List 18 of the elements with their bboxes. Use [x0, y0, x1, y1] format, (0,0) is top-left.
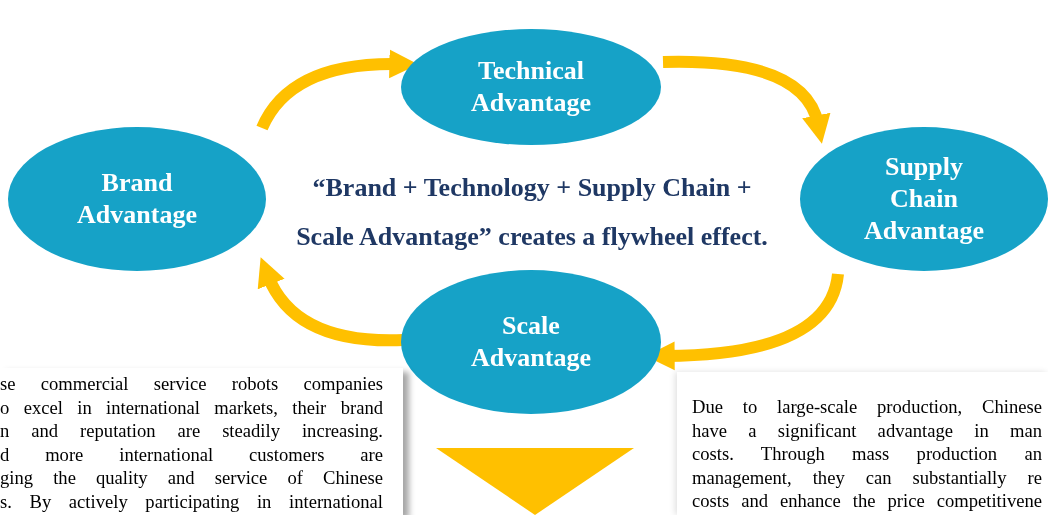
flywheel-statement: “Brand + Technology + Supply Chain + Scale Advantage” creates a flywheel effect.	[295, 172, 769, 253]
node-label: Scale Advantage	[470, 310, 592, 374]
node-label: Supply Chain Advantage	[863, 151, 985, 247]
curved-arrow	[662, 55, 830, 144]
node-label: Technical Advantage	[470, 55, 592, 119]
text-line: o excel in international markets, their brand	[0, 395, 383, 420]
text-line: d more international customers are	[0, 442, 383, 467]
text-line: n and reputation are steadily increasing.	[0, 419, 383, 443]
node-label: Brand Advantage	[76, 167, 198, 231]
text-line: costs. Through mass production an	[692, 442, 1042, 466]
text-line: management, they can substantially re	[692, 465, 1042, 490]
text-card	[0, 368, 403, 515]
text-line: s. By actively participating in international	[0, 489, 383, 514]
text-line: costs and enhance the price competitivene	[692, 489, 1042, 513]
text-line: ging the quality and service of Chinese	[0, 466, 383, 490]
text-line: have a significant advantage in man	[692, 418, 1042, 443]
text-line: Due to large-scale production, Chinese	[692, 395, 1042, 419]
text-line: se commercial service robots companies	[0, 372, 383, 396]
